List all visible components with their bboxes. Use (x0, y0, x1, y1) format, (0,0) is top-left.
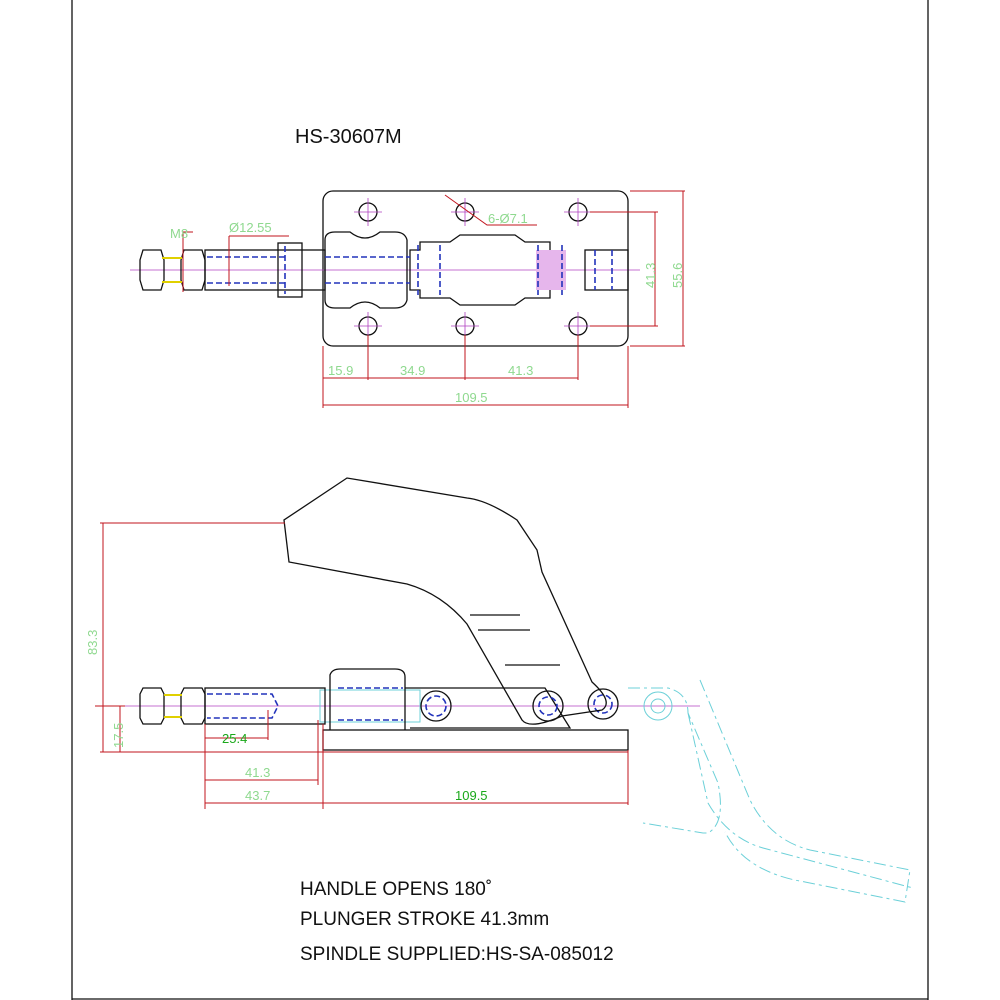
drawing-title: HS-30607M (295, 126, 402, 148)
guide-block (329, 668, 406, 730)
collar (277, 242, 303, 298)
note-spindle: SPINDLE SUPPLIED:HS-SA-085012 (300, 944, 614, 965)
dim-34-9: 34.9 (400, 363, 425, 378)
thread-label: M8 (170, 226, 188, 241)
hole-spacing-label: 41.3 (643, 263, 658, 288)
side-view: 83.3 17.5 25.4 41.3 43.7 109.5 (85, 477, 914, 903)
rod-diameter-label: Ø12.55 (229, 220, 272, 235)
mounting-holes (354, 198, 592, 340)
hex-nuts (139, 249, 206, 291)
rod-extension-label: 43.7 (245, 788, 270, 803)
stroke-label: 41.3 (245, 765, 270, 780)
hex-nuts (139, 687, 206, 725)
base (322, 729, 629, 751)
note-handle: HANDLE OPENS 180˚ (300, 879, 492, 900)
center-height-label: 17.5 (111, 723, 126, 748)
handle (283, 477, 607, 725)
sheet-frame (71, 0, 929, 1000)
plate-height-label: 55.6 (670, 263, 685, 288)
height-label: 83.3 (85, 630, 100, 655)
side-dimensions (95, 522, 629, 809)
notes: HANDLE OPENS 180˚ PLUNGER STROKE 41.3mm … (300, 879, 614, 965)
top-view: M8 Ø12.55 6-Ø7.1 41.3 55.6 15.9 34.9 41.… (130, 190, 685, 408)
open-handle-ghost (319, 679, 914, 903)
dim-41-3: 41.3 (508, 363, 533, 378)
note-stroke: PLUNGER STROKE 41.3mm (300, 909, 549, 930)
base-length-label: 109.5 (455, 788, 488, 803)
top-dimensions (182, 190, 685, 408)
dim-15-9: 15.9 (328, 363, 353, 378)
thread-depth-label: 25.4 (222, 731, 247, 746)
guide-body (324, 231, 408, 309)
linkage (409, 234, 551, 306)
plate-length-label: 109.5 (455, 390, 488, 405)
base-plate (322, 190, 629, 347)
plunger-rod (204, 687, 326, 725)
holes-label: 6-Ø7.1 (488, 211, 528, 226)
